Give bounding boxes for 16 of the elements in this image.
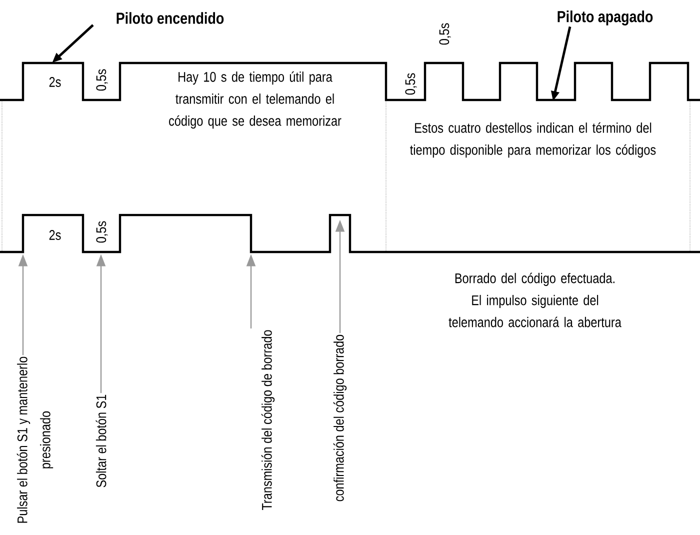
event-label: confirmación del código borrado	[333, 334, 347, 502]
event-label: Soltar el botón S1	[96, 394, 106, 488]
duration-label: 2s	[49, 77, 61, 87]
note-text: Borrado del código efectuada. El impulso siguiente del telemando accionará la abertura	[448, 272, 622, 328]
callout-text: Piloto apagado	[558, 10, 653, 26]
duration-label: 0,5s	[96, 221, 108, 243]
event-label: Transmisión del código de borrado	[261, 330, 275, 510]
note-text: Hay 10 s de tiempo útil para transmitir con el telemando el código que se desea memorizar	[169, 71, 342, 129]
duration-label: 0,5s	[96, 69, 108, 91]
event-label: Pulsar el botón S1 y mantenerlo presionado	[16, 356, 54, 523]
note-text: Estos cuatro destellos indican el término del tiempo disponible para memorizar los códigos	[410, 122, 656, 158]
timing-waveform	[0, 214, 700, 254]
duration-label: 0,5s	[439, 23, 451, 45]
callout-text: Piloto encendido	[116, 12, 224, 24]
duration-label: 2s	[49, 230, 61, 240]
duration-label: 0,5s	[405, 73, 417, 95]
